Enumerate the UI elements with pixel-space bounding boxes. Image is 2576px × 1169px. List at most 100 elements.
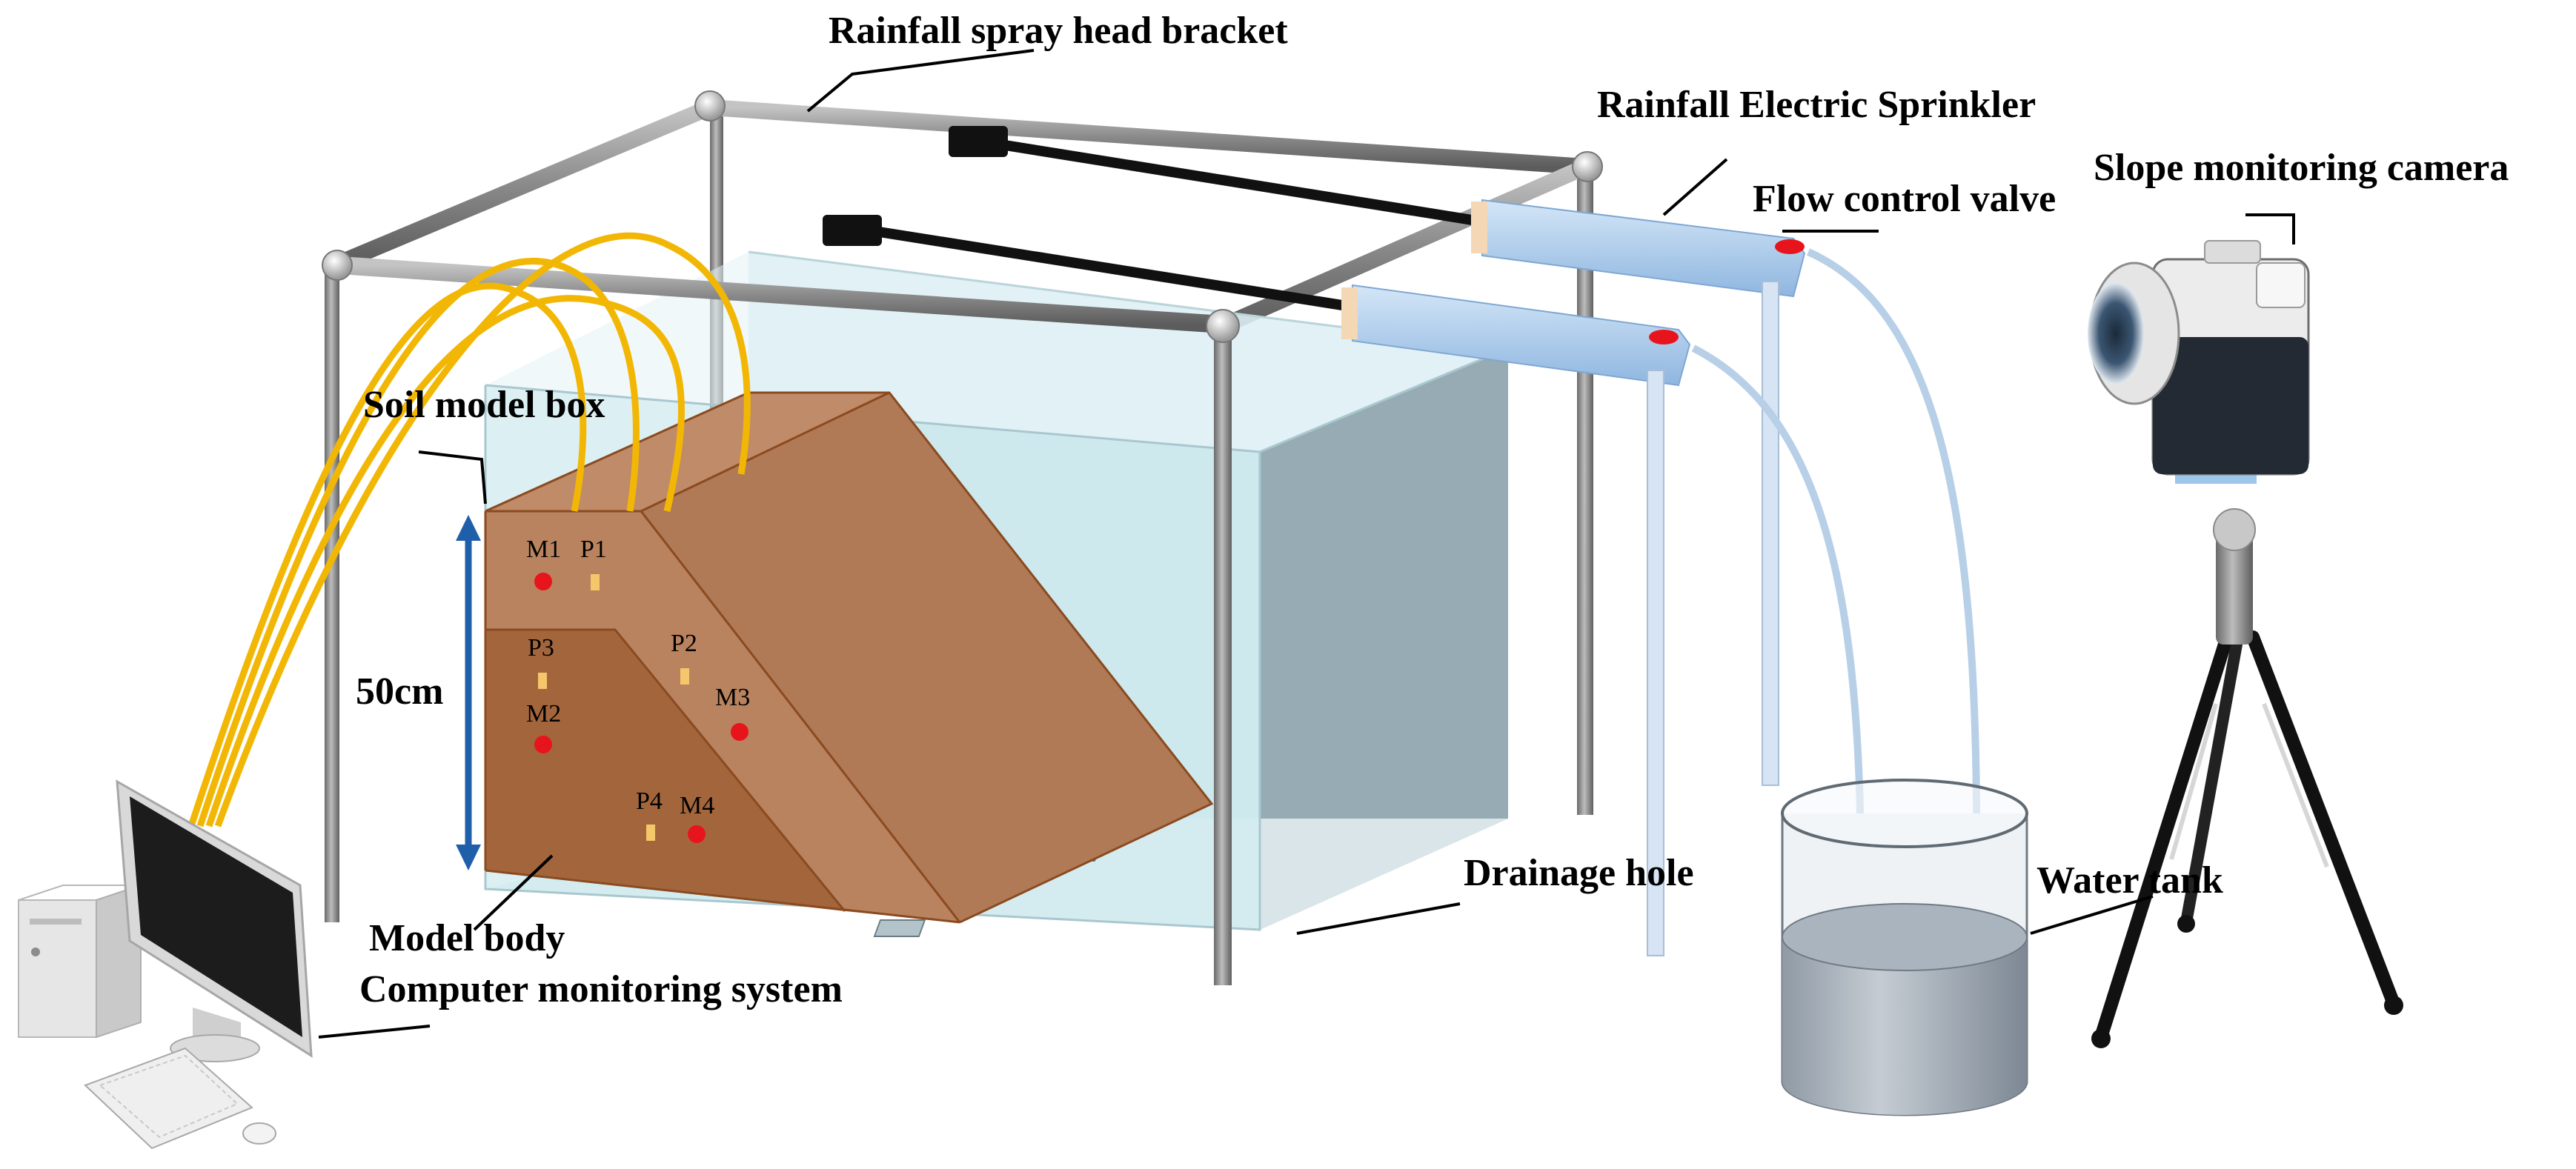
keyboard-keys [99, 1054, 239, 1139]
tripod-foot [2091, 1029, 2111, 1048]
height-dimension [456, 515, 481, 870]
label-electric-sprinkler: Rainfall Electric Sprinkler [1597, 84, 2036, 126]
label-soil-model-box: Soil model box [363, 384, 605, 426]
tripod-leg [2094, 630, 2234, 1044]
sprinkler-cap-back [1471, 202, 1487, 253]
sprinkler-arm-back [999, 139, 1487, 227]
pressure-sensor-p3 [538, 673, 547, 689]
sprinkler-stand-back [1762, 281, 1779, 786]
frame-post-front-left [325, 270, 339, 922]
tripod-leg [2246, 630, 2400, 1010]
soil-model-body [484, 391, 1214, 924]
sensor-label-m3: M3 [715, 684, 750, 711]
soil-lower-front [485, 630, 845, 911]
label-flow-control-valve: Flow control valve [1753, 178, 2056, 220]
leader-computer [318, 1025, 431, 1039]
leader-model-body [473, 854, 554, 931]
sensor-cables [187, 232, 751, 827]
pc-power-icon [31, 947, 40, 956]
moisture-sensor-m1 [534, 573, 552, 590]
soil-upper-front [485, 511, 960, 922]
sensor-label-p4: P4 [636, 787, 663, 815]
pc-drive-bay [30, 919, 82, 925]
camera-lens-icon [2088, 283, 2144, 384]
frame-post-front-right [1214, 326, 1232, 985]
box-right-wall [1260, 348, 1508, 930]
label-spray-head-bracket: Rainfall spray head bracket [829, 10, 1288, 52]
pressure-sensor-p4 [646, 825, 655, 841]
soil-edge-top [640, 391, 890, 513]
sprinkler-stand-front [1647, 370, 1664, 956]
sensor-label-m2: M2 [526, 700, 561, 727]
rainfall-electric-sprinklers [823, 126, 1981, 956]
pressure-sensor-p2 [680, 668, 689, 685]
leader-drainage [1296, 902, 1461, 935]
tripod-leg [2180, 639, 2243, 928]
label-water-tank: Water tank [2036, 859, 2223, 902]
leader-camera [2245, 213, 2295, 244]
tripod-foot [2384, 996, 2403, 1015]
tripod-ball-head [2213, 508, 2256, 551]
drainage-hole [873, 919, 926, 937]
sprinkler-clamp-front [823, 215, 882, 246]
sensor-cable [196, 257, 640, 827]
keyboard [84, 1047, 253, 1150]
leader-lines [318, 49, 2295, 1039]
labels: Rainfall spray head bracket Rainfall Ele… [356, 10, 2509, 1010]
slope-monitoring-camera [2088, 240, 2403, 1048]
tripod-column [2216, 519, 2253, 645]
sensor-label-p3: P3 [528, 634, 554, 662]
sensor-label-p1: P1 [580, 536, 607, 563]
sensor-label-m1: M1 [526, 536, 561, 563]
tank-water-surface [1782, 903, 2028, 971]
camera-viewfinder [2256, 262, 2306, 308]
sprinkler-cap-front [1341, 287, 1358, 339]
tripod-foot [2177, 915, 2195, 933]
camera-top-dial [2204, 240, 2261, 264]
box-top-edge [1259, 347, 1509, 453]
label-model-body: Model body [369, 917, 565, 959]
label-computer-monitoring: Computer monitoring system [359, 968, 843, 1010]
sensor-cable [214, 232, 751, 827]
leader-soil-box [418, 450, 487, 504]
tripod-leg-highlight [2262, 702, 2329, 868]
sensors: M1 P1 P3 M2 P2 M3 P4 M4 [526, 536, 750, 843]
frame-joint [694, 90, 726, 121]
computer-monitoring-system [18, 779, 313, 1150]
arrow-up-icon [456, 515, 481, 541]
leader-tank [2030, 895, 2154, 935]
arrow-down-icon [456, 845, 481, 870]
soil-edge-base [485, 869, 960, 924]
water-tank [1781, 779, 2028, 1116]
label-drainage-hole: Drainage hole [1464, 852, 1694, 894]
label-height: 50cm [356, 670, 443, 713]
tripod-leg-highlight [2169, 703, 2218, 860]
moisture-sensor-m3 [731, 723, 748, 741]
sprinkler-arm-front [873, 226, 1358, 313]
frame-joint [1206, 309, 1240, 343]
moisture-sensor-m2 [534, 736, 552, 753]
soil-edge-layer [485, 628, 846, 912]
frame-joint [322, 250, 353, 281]
frame-bar-top-back [702, 99, 1594, 175]
leader-sprinkler [1662, 158, 1728, 216]
frame-bar-top-left [331, 99, 718, 271]
soil-slope-face [641, 393, 1212, 922]
moisture-sensor-m4 [688, 825, 706, 843]
flow-control-valve-back [1775, 239, 1805, 254]
pressure-sensor-p1 [591, 574, 600, 590]
label-monitoring-camera: Slope monitoring camera [2094, 147, 2509, 189]
camera-grip [2153, 337, 2308, 474]
soil-top-surface [485, 393, 889, 511]
sensor-cable [205, 295, 685, 827]
hose-back [1806, 248, 1981, 956]
leader-bracket [806, 49, 1035, 113]
tank-rim [1781, 779, 2028, 848]
flow-control-valve-front [1649, 330, 1679, 344]
sprinkler-clamp-back [949, 126, 1008, 157]
frame-joint [1572, 151, 1603, 182]
sensor-label-p2: P2 [671, 630, 697, 657]
sensor-label-m4: M4 [680, 792, 714, 819]
